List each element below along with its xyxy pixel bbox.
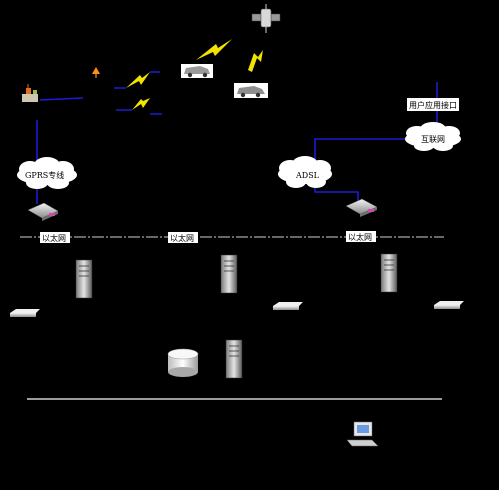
network-links: [36, 82, 438, 204]
antenna-icon: [92, 67, 100, 78]
user-app-box: [407, 98, 459, 111]
vehicle-icon: [234, 83, 268, 98]
label-ethernet-2: 以太网: [170, 233, 194, 243]
label-gprs: GPRS专线: [25, 170, 64, 180]
link-adsl-to-router: [314, 184, 359, 203]
ethernet-tag-3: [346, 231, 376, 242]
ethernet-tag-1: [40, 232, 70, 243]
router-icon: [27, 202, 59, 221]
server-icon: [380, 253, 398, 293]
link-base-to-radio: [39, 97, 84, 101]
link-internet-to-adsl: [314, 138, 408, 160]
hub-icon: [10, 309, 40, 317]
server-icon: [75, 259, 93, 299]
database-icon: [167, 348, 199, 377]
label-adsl: ADSL: [295, 171, 320, 180]
server-icon: [225, 339, 243, 379]
label-ethernet-1: 以太网: [42, 233, 66, 243]
vehicle-icon: [181, 64, 213, 78]
label-user-app: 用户应用接口: [409, 100, 457, 110]
satellite-icon: [251, 4, 281, 33]
cloud-adsl: [278, 156, 332, 188]
cloud-gprs: [17, 157, 77, 189]
server-icon: [220, 254, 238, 294]
cloud-internet: [405, 122, 461, 151]
router-icon: [345, 198, 378, 217]
label-ethernet-3: 以太网: [348, 232, 372, 242]
ethernet-tag-2: [168, 232, 198, 243]
hub-icon: [434, 301, 464, 309]
hub-icon: [273, 302, 303, 310]
label-internet: 互联网: [421, 135, 445, 144]
lightning-icon: [126, 39, 263, 110]
computer-icon: [346, 421, 379, 447]
base-station-icon: [22, 84, 38, 102]
